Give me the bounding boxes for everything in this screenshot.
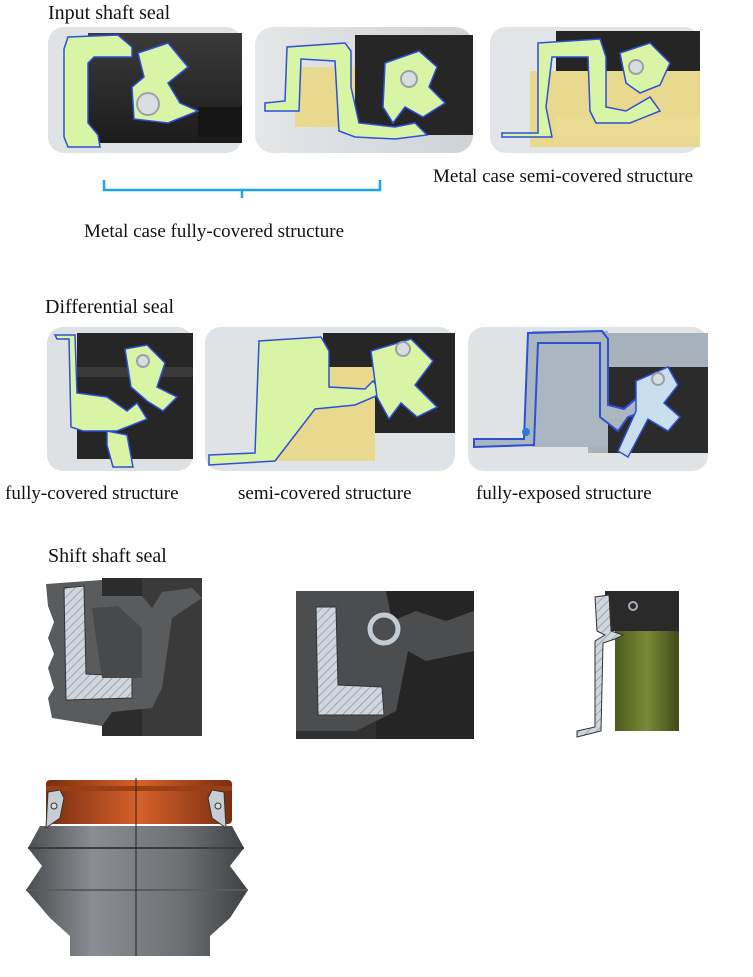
input-shaft-seal-heading: Input shaft seal [48,2,171,24]
differential-semi-cover-caption: semi-covered structure [238,483,412,504]
grouping-bracket [102,178,384,200]
input-shaft-full-cover-caption: Metal case fully-covered structure [84,221,345,242]
differential-exposed-caption: fully-exposed structure [476,483,652,504]
differential-semi-cover-image [205,327,455,471]
shift-shaft-seal-image-1 [42,578,202,736]
shift-shaft-boot-image [20,778,252,958]
differential-full-cover-image [47,327,193,471]
shift-shaft-seal-image-2 [296,591,474,739]
input-shaft-full-cover-image-2 [255,27,473,153]
input-shaft-semi-cover-image [490,27,700,153]
shift-shaft-seal-heading: Shift shaft seal [48,545,167,567]
differential-full-cover-caption: fully-covered structure [5,483,179,504]
input-shaft-semi-cover-caption: Metal case semi-covered structure [433,166,694,187]
input-shaft-full-cover-image-1 [48,27,242,153]
differential-seal-heading: Differential seal [45,296,175,318]
shift-shaft-seal-image-3 [575,591,679,739]
differential-exposed-image [468,327,708,471]
